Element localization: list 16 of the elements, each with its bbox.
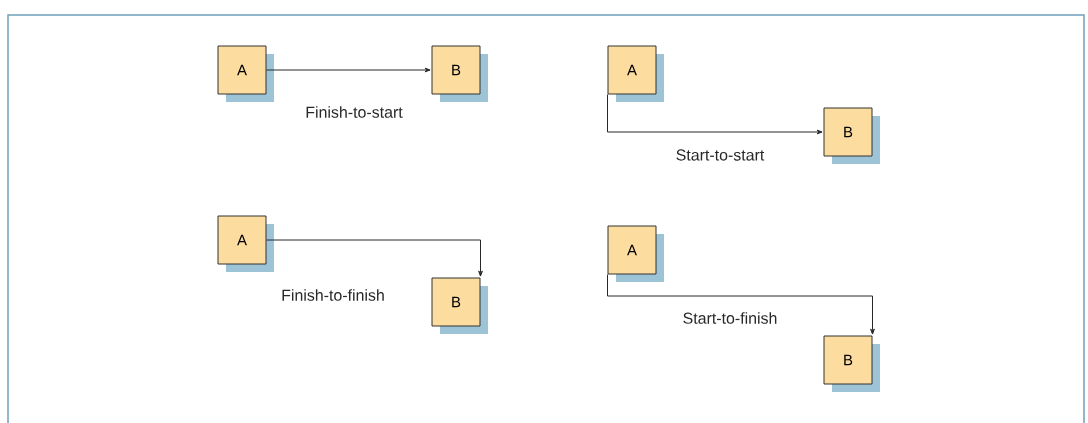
edge-label: Start-to-start — [674, 148, 766, 162]
arrow — [607, 94, 823, 135]
task-box: A — [217, 45, 274, 102]
task-box: A — [607, 225, 664, 282]
edge-label: Finish-to-start — [304, 105, 404, 119]
arrow — [266, 239, 483, 277]
task-box: B — [823, 107, 880, 164]
edge-label: Finish-to-finish — [280, 288, 386, 302]
task-box: B — [431, 277, 488, 334]
edge-label: Start-to-finish — [681, 311, 779, 325]
arrow — [266, 67, 431, 73]
arrow — [607, 274, 875, 335]
task-box: B — [431, 45, 488, 102]
task-box: A — [607, 45, 664, 102]
task-box: A — [217, 215, 274, 272]
task-box: B — [823, 335, 880, 392]
